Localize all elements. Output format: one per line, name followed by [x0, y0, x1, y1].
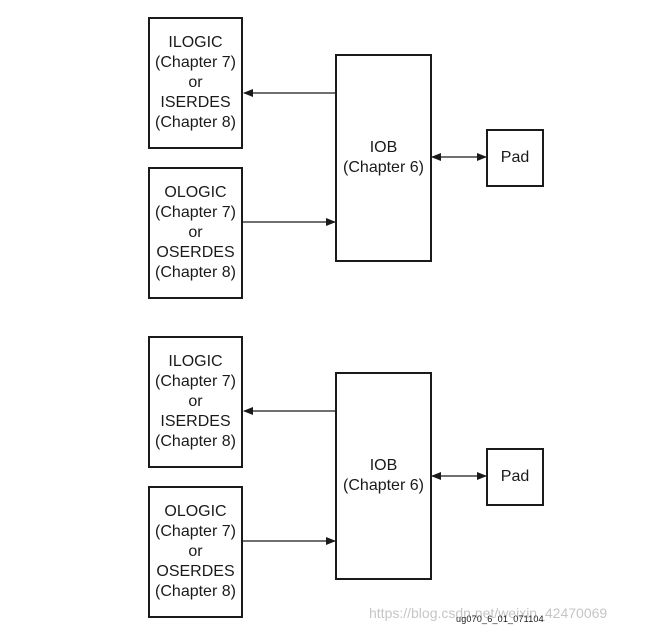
iob-title: IOB [369, 139, 398, 156]
ilogic-chapter: (Chapter 7) [155, 54, 236, 71]
ologic-title: OLOGIC [164, 184, 227, 201]
ologic-or: or [188, 543, 203, 560]
ologic-title: OLOGIC [164, 503, 227, 520]
pad-label: Pad [500, 468, 530, 485]
iob-title: IOB [369, 457, 398, 474]
iob-block-top: IOB (Chapter 6) [335, 54, 432, 262]
ologic-or: or [188, 224, 203, 241]
ilogic-or: or [188, 393, 203, 410]
iserdes-title: ISERDES [160, 413, 231, 430]
iserdes-title: ISERDES [160, 94, 231, 111]
ologic-chapter: (Chapter 7) [155, 204, 236, 221]
watermark-text: https://blog.csdn.net/weixin_42470069 [369, 605, 608, 621]
iob-chapter: (Chapter 6) [343, 159, 424, 176]
pad-label: Pad [500, 149, 530, 166]
iob-chapter: (Chapter 6) [343, 477, 424, 494]
ilogic-chapter: (Chapter 7) [155, 373, 236, 390]
ilogic-or: or [188, 74, 203, 91]
ilogic-title: ILOGIC [168, 353, 223, 370]
pad-block-top: Pad [486, 129, 544, 187]
ologic-block-top: OLOGIC (Chapter 7) or OSERDES (Chapter 8… [148, 167, 243, 299]
ologic-chapter: (Chapter 7) [155, 523, 236, 540]
ilogic-block-bottom: ILOGIC (Chapter 7) or ISERDES (Chapter 8… [148, 336, 243, 468]
ologic-block-bottom: OLOGIC (Chapter 7) or OSERDES (Chapter 8… [148, 486, 243, 618]
figure-id: ug070_6_01_071104 [456, 614, 544, 624]
oserdes-title: OSERDES [156, 563, 235, 580]
ilogic-title: ILOGIC [168, 34, 223, 51]
iserdes-chapter: (Chapter 8) [155, 433, 236, 450]
oserdes-chapter: (Chapter 8) [155, 583, 236, 600]
oserdes-title: OSERDES [156, 244, 235, 261]
pad-block-bottom: Pad [486, 448, 544, 506]
ilogic-block-top: ILOGIC (Chapter 7) or ISERDES (Chapter 8… [148, 17, 243, 149]
iob-block-bottom: IOB (Chapter 6) [335, 372, 432, 580]
iserdes-chapter: (Chapter 8) [155, 114, 236, 131]
oserdes-chapter: (Chapter 8) [155, 264, 236, 281]
